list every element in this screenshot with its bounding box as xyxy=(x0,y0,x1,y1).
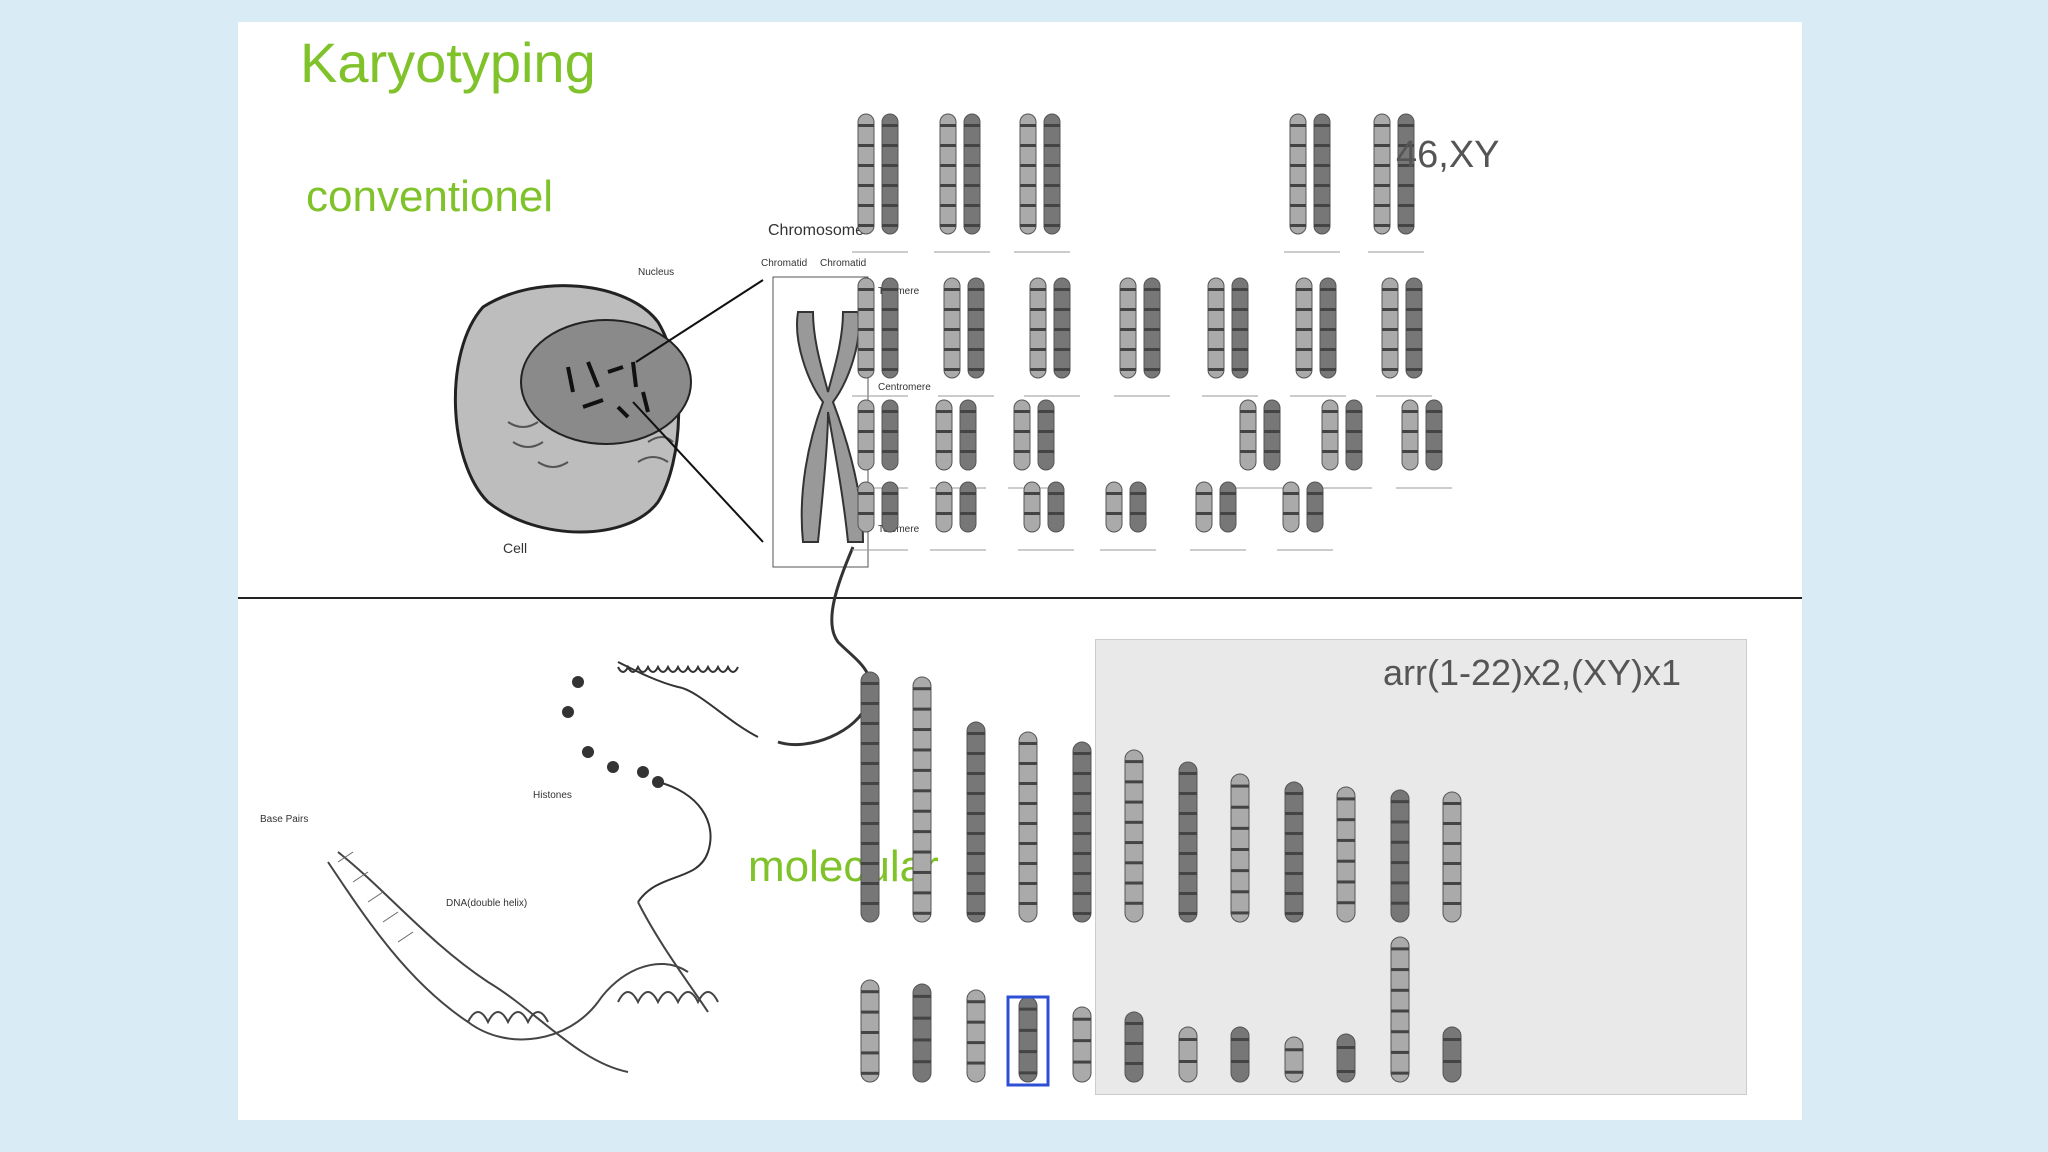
slide-title: Karyotyping xyxy=(300,31,596,94)
chromosome-pair xyxy=(1018,481,1074,551)
karyotype-image xyxy=(852,113,1452,551)
chromosome-pair xyxy=(1316,399,1372,489)
ideogram xyxy=(1390,789,1410,923)
zoom-line xyxy=(632,401,764,543)
ideogram xyxy=(966,989,986,1083)
ideogram xyxy=(1072,741,1092,923)
chromosome-pair xyxy=(1277,481,1333,551)
ideogram xyxy=(1230,1026,1250,1083)
label-centromere: Centromere xyxy=(878,382,931,393)
label-telomere-top: Telomere xyxy=(878,286,920,297)
chromosome-pair xyxy=(1376,277,1432,397)
karyotype-notation: 46,XY xyxy=(1396,134,1500,176)
ideogram xyxy=(1230,773,1250,923)
zoom-line xyxy=(635,279,764,363)
chromosome-pair xyxy=(1190,481,1246,551)
solenoid-coil xyxy=(617,661,759,738)
chromosome-pair xyxy=(1024,277,1080,397)
ideogram xyxy=(912,983,932,1083)
chromosome-pair xyxy=(852,481,908,551)
chromosome-pair xyxy=(852,399,908,489)
chromosome-shape xyxy=(796,311,865,543)
ideogram xyxy=(1018,996,1038,1083)
base-pair-rungs xyxy=(337,851,414,943)
ideogram xyxy=(860,671,880,923)
ideogram xyxy=(1390,936,1410,1083)
ideogram xyxy=(1178,761,1198,923)
ideogram xyxy=(1018,731,1038,923)
chromatin-fiber xyxy=(777,546,873,747)
label-base-pairs: Base Pairs xyxy=(260,814,309,825)
chromosome-pair xyxy=(1396,399,1452,489)
organelles xyxy=(507,421,674,468)
chromosome-pair xyxy=(1100,481,1156,551)
ideogram xyxy=(1124,1011,1144,1083)
label-nucleus: Nucleus xyxy=(638,267,675,278)
ideogram xyxy=(912,676,932,923)
ideogram xyxy=(1336,786,1356,923)
selected-ideogram-highlight xyxy=(1006,995,1050,1087)
label-chromatid-left: Chromatid xyxy=(761,258,808,269)
chromosome-pair xyxy=(1290,277,1346,397)
microarray-ideograms xyxy=(860,671,1462,1087)
ideogram xyxy=(1178,1026,1198,1083)
chromosome-pair xyxy=(1368,113,1424,253)
double-helix xyxy=(327,851,719,1073)
ideogram xyxy=(1442,791,1462,923)
ideogram xyxy=(1336,1033,1356,1083)
slide: Karyotyping conventionel molecular xyxy=(238,22,1802,1120)
chromosome-pair xyxy=(1014,113,1070,253)
histone-beads xyxy=(562,676,664,788)
label-histones: Histones xyxy=(533,790,572,801)
ideogram xyxy=(860,979,880,1083)
chromosome-pair xyxy=(852,277,908,397)
chromosome-pair xyxy=(1202,277,1258,397)
nucleus-chromosomes xyxy=(566,361,650,419)
chromosome-pair xyxy=(934,113,990,253)
chromosome-pair xyxy=(1284,113,1340,253)
label-telomere-bottom: Telomere xyxy=(878,524,920,535)
microarray-notation: arr(1-22)x2,(XY)x1 xyxy=(1383,652,1682,693)
ideogram xyxy=(1072,1006,1092,1083)
label-chromatid-right: Chromatid xyxy=(820,258,867,269)
chromosome-pair xyxy=(930,399,986,489)
label-cell: Cell xyxy=(503,540,528,556)
chromosome-pair xyxy=(930,481,986,551)
ideogram xyxy=(1284,1036,1304,1083)
label-chromosome: Chromosome xyxy=(768,222,865,239)
dna-strand xyxy=(637,781,712,903)
microarray-panel xyxy=(1095,639,1747,1095)
cell-illustration xyxy=(327,276,873,1073)
chromosome-pair xyxy=(938,277,994,397)
nucleus-shape xyxy=(520,319,692,445)
chromosome-pair xyxy=(852,113,908,253)
chromosome-pair xyxy=(1234,399,1290,489)
section-divider xyxy=(238,597,1802,599)
label-dna-double-helix: DNA(double helix) xyxy=(446,898,528,909)
ideogram xyxy=(1284,781,1304,923)
ideogram xyxy=(1442,1026,1462,1083)
ideogram xyxy=(966,721,986,923)
section-conventional-label: conventionel xyxy=(306,172,554,221)
section-molecular-label: molecular xyxy=(748,842,939,891)
chromosome-pair xyxy=(1114,277,1170,397)
ideogram xyxy=(1124,749,1144,923)
